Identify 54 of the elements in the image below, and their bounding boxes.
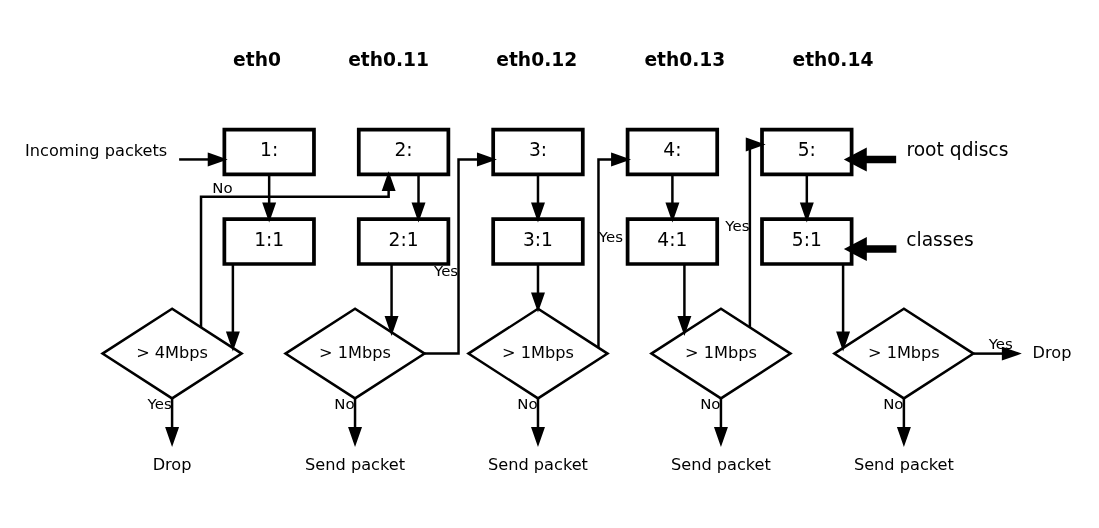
node-box: 1:1 (222, 217, 316, 266)
node-text: Send packet (670, 454, 771, 474)
node-text: Drop (1032, 342, 1072, 362)
arrow (745, 137, 766, 328)
edge-label: Yes (988, 335, 1013, 354)
node-diamond: > 1Mbps (649, 307, 793, 400)
node-box: 3: (491, 127, 585, 177)
arrow (424, 152, 497, 355)
node-text: Send packet (305, 454, 405, 474)
node-text: classes (906, 228, 974, 250)
node-label: eth0 (233, 48, 281, 70)
arrow (799, 174, 814, 223)
node-box: 3:1 (491, 217, 585, 266)
arrow (225, 264, 240, 352)
node-text: Drop (152, 454, 192, 474)
arrow (531, 398, 545, 447)
arrow (179, 152, 228, 167)
node-label: eth0.12 (496, 48, 578, 70)
node-label: eth0.13 (644, 48, 726, 70)
arrow (665, 174, 680, 223)
arrow (411, 174, 426, 223)
arrow (843, 147, 897, 172)
edge-label: Yes (725, 216, 750, 235)
node-box: 2: (356, 127, 451, 177)
arrow (348, 398, 362, 447)
node-text: Send packet (488, 454, 588, 474)
arrow (973, 346, 1022, 361)
node-diamond: > 1Mbps (466, 307, 610, 400)
arrow (262, 174, 277, 223)
arrow (531, 264, 545, 313)
node-label: eth0.11 (348, 48, 430, 70)
arrow (531, 174, 545, 223)
node-box: 4: (625, 127, 720, 177)
node-diamond: > 4Mbps (100, 307, 244, 400)
arrow (199, 171, 396, 328)
arrow (597, 152, 632, 348)
arrow (677, 264, 692, 336)
node-box: 5:1 (760, 217, 854, 266)
arrow (713, 398, 728, 447)
arrow (384, 264, 399, 336)
arrow (896, 398, 911, 447)
arrow (836, 264, 851, 352)
node-label: eth0.14 (792, 48, 874, 70)
node-box: 2:1 (356, 217, 451, 266)
node-diamond: > 1Mbps (832, 307, 976, 400)
node-box: 5: (760, 127, 854, 177)
edge-label: No (212, 178, 233, 197)
node-text: Send packet (853, 454, 954, 474)
node-box: 4:1 (625, 217, 720, 266)
node-diamond: > 1Mbps (283, 307, 427, 400)
node-text: root qdiscs (906, 139, 1009, 161)
arrow (165, 398, 180, 447)
node-text: Incoming packets (25, 141, 168, 161)
node-box: 1: (222, 127, 316, 177)
